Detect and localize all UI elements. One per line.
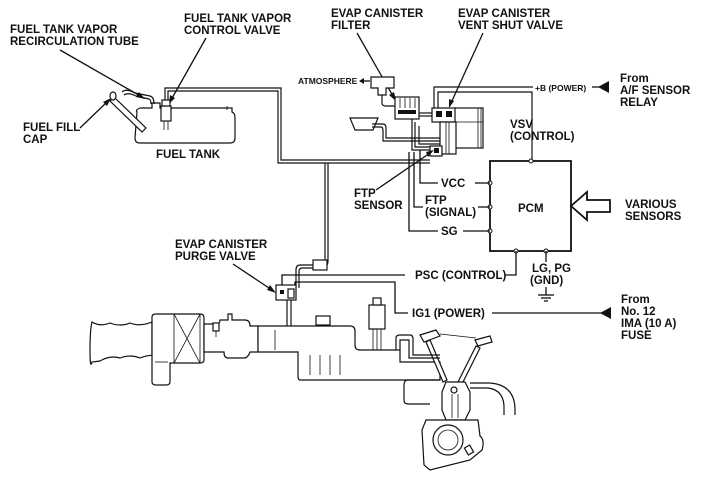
label-line: (CONTROL) bbox=[510, 131, 575, 143]
iat-sensor bbox=[212, 322, 220, 332]
label-vsv-control: VSV (CONTROL) bbox=[510, 119, 575, 143]
ignition-coil bbox=[419, 329, 441, 343]
label-line: IMA (10 A) bbox=[621, 318, 677, 330]
label-fuel-fill-cap: FUEL FILL CAP bbox=[23, 122, 80, 146]
evap-canister-assembly bbox=[349, 76, 533, 160]
leader-purge-valve bbox=[232, 263, 273, 291]
fuel-fill-cap bbox=[109, 91, 117, 101]
label-line: RELAY bbox=[620, 97, 658, 109]
leader-ftp-sensor bbox=[375, 152, 431, 191]
label-line: From bbox=[621, 294, 650, 306]
arrowhead bbox=[600, 307, 611, 319]
wire-ig1 bbox=[294, 281, 408, 314]
label-line: EVAP CANISTER bbox=[331, 8, 424, 20]
label-line: SENSORS bbox=[625, 211, 682, 223]
two-way-valve bbox=[349, 117, 379, 131]
label-line: LG, PG bbox=[532, 263, 571, 275]
label-atmosphere: ATMOSPHERE bbox=[298, 76, 358, 86]
map-sensor bbox=[315, 315, 331, 326]
fuel-tank-vapor-control-valve bbox=[160, 105, 172, 122]
label-ig1: IG1 (POWER) bbox=[412, 308, 485, 320]
ignition-coil bbox=[474, 335, 493, 347]
vapor-pipe bbox=[164, 87, 430, 161]
label-line: (SIGNAL) bbox=[425, 207, 476, 219]
label-af-sensor-relay: From A/F SENSOR RELAY bbox=[620, 73, 691, 109]
inline-filter bbox=[312, 259, 328, 271]
label-psc: PSC (CONTROL) bbox=[415, 270, 507, 282]
intake-system bbox=[89, 297, 441, 386]
label-purge-valve: EVAP CANISTER PURGE VALVE bbox=[175, 239, 268, 263]
arrowhead bbox=[389, 92, 396, 101]
label-b-power: +B (POWER) bbox=[535, 83, 586, 93]
label-line: (GND) bbox=[530, 275, 563, 287]
label-line: FUEL TANK VAPOR bbox=[184, 13, 292, 25]
label-pcm: PCM bbox=[518, 203, 544, 215]
recirculation-tube bbox=[121, 89, 155, 105]
label-canister-filter: EVAP CANISTER FILTER bbox=[331, 8, 424, 32]
label-line: VSV bbox=[510, 119, 533, 131]
leader-vent-shut-valve bbox=[450, 32, 484, 104]
leader-control-valve bbox=[170, 37, 207, 101]
label-line: VENT SHUT VALVE bbox=[458, 20, 563, 32]
leader-fuel-fill-cap bbox=[79, 100, 109, 129]
wire-vcc bbox=[419, 150, 438, 184]
label-line: SENSOR bbox=[354, 200, 403, 212]
label-ftp-signal: FTP (SIGNAL) bbox=[425, 195, 476, 219]
leader-recirc-tube bbox=[59, 49, 143, 98]
label-line: FUSE bbox=[621, 330, 652, 342]
label-fuse: From No. 12 IMA (10 A) FUSE bbox=[621, 294, 677, 342]
label-line: CAP bbox=[23, 134, 48, 146]
intake-manifold bbox=[257, 325, 441, 381]
label-line: No. 12 bbox=[621, 306, 656, 318]
ground-symbol bbox=[538, 287, 554, 302]
atmosphere-inlet bbox=[370, 76, 395, 96]
label-line: FTP bbox=[425, 195, 447, 207]
label-recirculation-tube: FUEL TANK VAPOR RECIRCULATION TUBE bbox=[10, 24, 139, 48]
label-line: VARIOUS bbox=[625, 199, 677, 211]
wire-ftp-signal bbox=[413, 152, 423, 208]
air-cleaner bbox=[151, 313, 205, 386]
label-line: RECIRCULATION TUBE bbox=[10, 36, 139, 48]
engine bbox=[395, 329, 516, 471]
wire-sg bbox=[408, 152, 438, 232]
arrowhead bbox=[449, 99, 454, 108]
evap-canister bbox=[454, 107, 484, 149]
label-ftp-sensor: FTP SENSOR bbox=[354, 188, 403, 212]
iac-valve bbox=[368, 304, 386, 330]
wire-psc bbox=[281, 274, 405, 285]
label-line: FUEL TANK VAPOR bbox=[10, 24, 118, 36]
various-sensors-arrow bbox=[569, 190, 611, 222]
label-sg: SG bbox=[441, 226, 458, 238]
label-control-valve: FUEL TANK VAPOR CONTROL VALVE bbox=[184, 13, 292, 37]
label-gnd: LG, PG (GND) bbox=[530, 263, 571, 287]
label-various-sensors: VARIOUS SENSORS bbox=[625, 199, 682, 223]
arrowhead bbox=[598, 81, 609, 93]
arrowhead bbox=[103, 98, 111, 106]
exhaust-pipe bbox=[470, 382, 516, 415]
label-line: FUEL FILL bbox=[23, 122, 80, 134]
crankshaft bbox=[432, 424, 464, 456]
label-vcc: VCC bbox=[441, 178, 465, 190]
label-vent-shut-valve: EVAP CANISTER VENT SHUT VALVE bbox=[458, 8, 563, 32]
purge-pipe bbox=[313, 163, 326, 265]
evap-canister-vent-shut-valve bbox=[431, 107, 457, 123]
label-line: A/F SENSOR bbox=[620, 85, 691, 97]
label-fuel-tank: FUEL TANK bbox=[156, 149, 221, 161]
label-line: CONTROL VALVE bbox=[184, 25, 281, 37]
label-line: PURGE VALVE bbox=[175, 251, 256, 263]
label-line: From bbox=[620, 73, 649, 85]
label-line: EVAP CANISTER bbox=[175, 239, 268, 251]
fuel-tank bbox=[109, 89, 236, 144]
label-line: FILTER bbox=[331, 20, 371, 32]
label-line: FTP bbox=[354, 188, 376, 200]
pcm-terminal-vsv bbox=[528, 158, 534, 164]
label-line: EVAP CANISTER bbox=[458, 8, 551, 20]
